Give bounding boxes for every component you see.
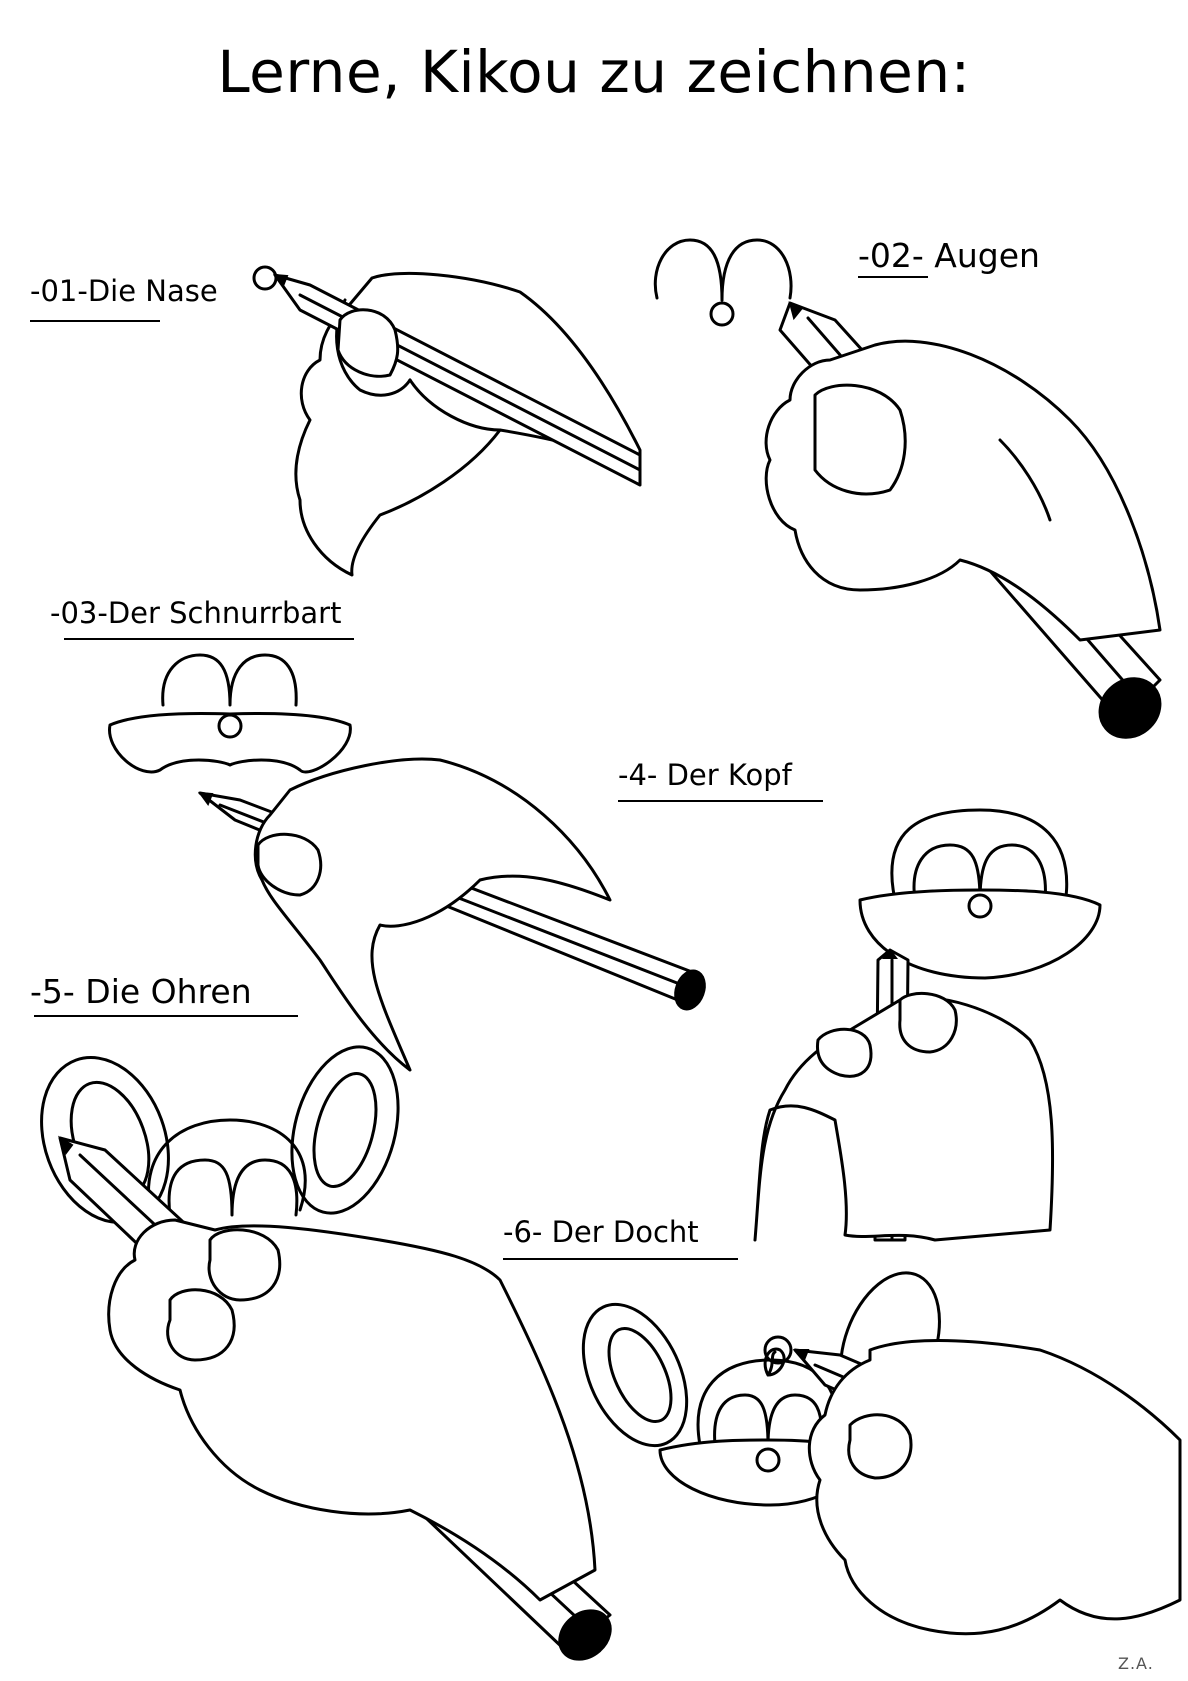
step-4-drawing bbox=[753, 808, 1102, 1242]
thumb-1 bbox=[336, 308, 400, 378]
step-6-drawing bbox=[581, 1271, 1182, 1636]
left-eye bbox=[653, 238, 724, 302]
eyes-4 bbox=[912, 843, 1047, 902]
step-3-drawing bbox=[108, 653, 706, 1072]
step-1-underline bbox=[30, 320, 160, 322]
right-eye bbox=[720, 238, 793, 302]
head-5 bbox=[147, 1118, 307, 1212]
step-4-underline bbox=[618, 800, 823, 802]
step-1-drawing bbox=[252, 265, 642, 577]
step-6-label: -6- Der Docht bbox=[503, 1215, 699, 1249]
hand-6 bbox=[807, 1339, 1182, 1636]
nose-circle bbox=[252, 265, 278, 291]
nose-circle-3 bbox=[217, 713, 243, 739]
artist-signature: Z.A. bbox=[1118, 1654, 1154, 1673]
nose-circle-2 bbox=[709, 301, 735, 327]
step-2-drawing bbox=[653, 238, 1162, 739]
eyes-3 bbox=[161, 653, 298, 707]
page-title: Lerne, Kikou zu zeichnen: bbox=[217, 38, 971, 106]
thumb-6 bbox=[847, 1413, 913, 1480]
head bbox=[890, 808, 1069, 907]
finger-4 bbox=[898, 991, 958, 1054]
wick-loop bbox=[763, 1335, 793, 1365]
eyes-5 bbox=[167, 1158, 299, 1217]
step-2-label: -02- Augen bbox=[858, 236, 1040, 275]
hand-2 bbox=[764, 339, 1162, 642]
pencil-2-end bbox=[1098, 677, 1162, 739]
pencil-3-end bbox=[674, 969, 706, 1011]
hand-3 bbox=[253, 757, 612, 1072]
step-5-label: -5- Die Ohren bbox=[30, 972, 252, 1011]
step-1-label: -01-Die Nase bbox=[30, 274, 218, 308]
thumb-3 bbox=[256, 832, 323, 897]
step-3-underline bbox=[64, 638, 354, 640]
step-5-drawing bbox=[40, 1045, 612, 1661]
left-ear-6 bbox=[581, 1302, 689, 1448]
eyes-6 bbox=[713, 1393, 823, 1447]
thumb-5 bbox=[207, 1228, 282, 1302]
step-3-label: -03-Der Schnurrbart bbox=[50, 596, 342, 630]
pencil-5-end bbox=[558, 1609, 612, 1661]
left-ear-6-inner bbox=[607, 1326, 673, 1424]
step-2-underline bbox=[858, 276, 928, 278]
step-6-underline bbox=[503, 1258, 738, 1260]
step-5-underline bbox=[34, 1015, 298, 1017]
mustache bbox=[108, 711, 352, 774]
right-ear-inner bbox=[312, 1072, 378, 1188]
thumb-2 bbox=[813, 383, 907, 496]
right-ear bbox=[290, 1045, 400, 1215]
hand-5 bbox=[107, 1218, 597, 1602]
nose-circle-6 bbox=[755, 1447, 781, 1473]
step-4-label: -4- Der Kopf bbox=[618, 758, 792, 792]
mustache-4 bbox=[858, 888, 1102, 980]
finger-5 bbox=[166, 1288, 236, 1362]
thumb-4 bbox=[815, 1027, 873, 1078]
nose-circle-4 bbox=[967, 893, 993, 919]
